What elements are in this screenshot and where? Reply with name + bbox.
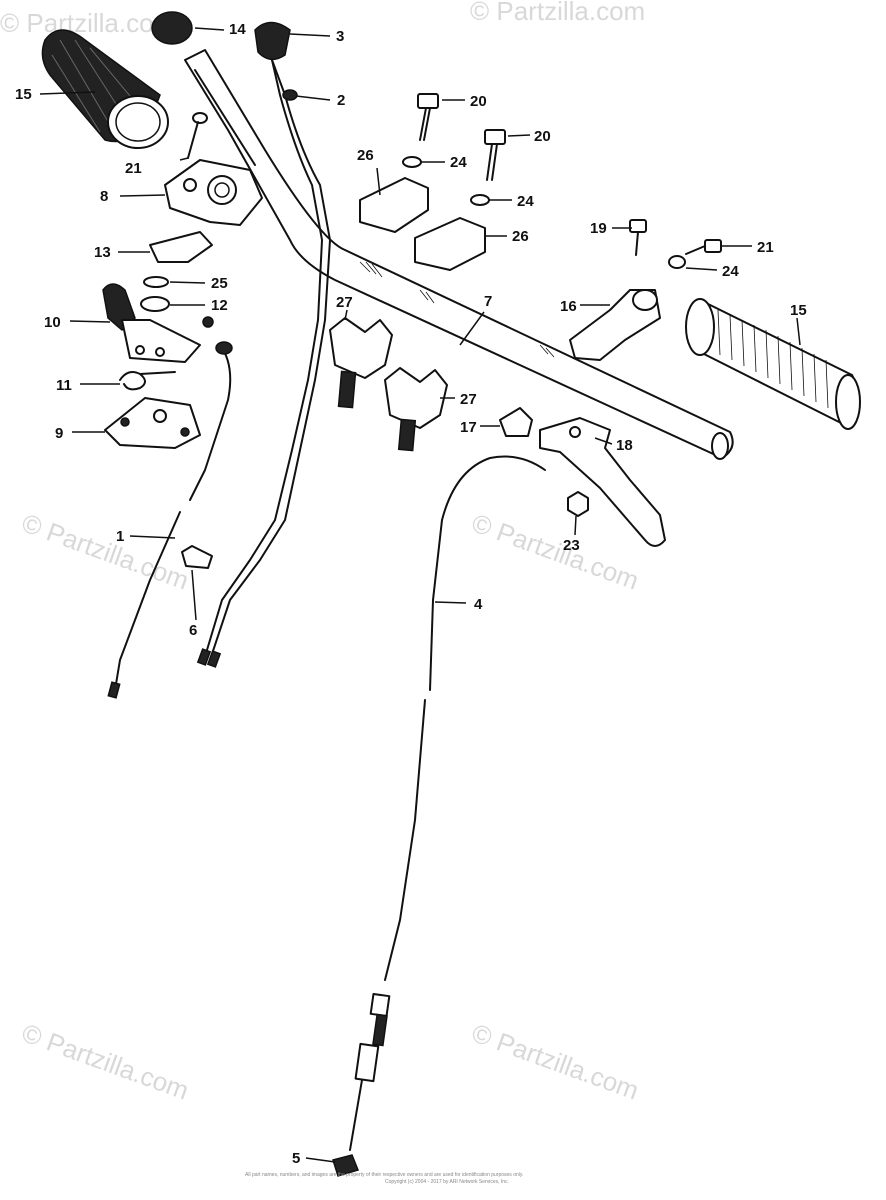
washer-24 <box>402 156 422 168</box>
right-grip <box>685 298 861 430</box>
callout-3: 3 <box>336 28 344 45</box>
holder-lower <box>384 367 448 452</box>
watermark: © Partzilla.com <box>470 0 645 26</box>
holder-upper <box>414 217 486 271</box>
clutch-cable <box>332 455 546 1177</box>
callout-27-a: 27 <box>336 294 353 311</box>
callout-7: 7 <box>484 293 492 310</box>
washer <box>140 296 170 312</box>
callout-18: 18 <box>616 437 633 454</box>
throttle-lever <box>102 283 214 363</box>
callout-15-left: 15 <box>15 86 32 103</box>
handlebar <box>184 49 734 460</box>
callout-26-a: 26 <box>357 147 374 164</box>
cable-plate <box>149 231 213 263</box>
throttle-housing <box>164 159 263 226</box>
bolt-21 <box>685 239 722 255</box>
callout-9: 9 <box>55 425 63 442</box>
watermark: © Partzilla.com <box>468 507 643 595</box>
lever-bracket <box>569 289 661 361</box>
callout-2: 2 <box>337 92 345 109</box>
left-grip <box>41 29 169 149</box>
lower-housing <box>104 397 201 449</box>
bolt-20b <box>484 129 506 181</box>
callout-26-b: 26 <box>512 228 529 245</box>
callouts: 14 3 2 15 20 20 24 24 26 26 21 8 13 25 1… <box>15 21 807 1167</box>
callout-16: 16 <box>560 298 577 315</box>
bar-end-sleeve <box>151 11 193 45</box>
callout-11: 11 <box>56 377 72 394</box>
callout-23: 23 <box>563 537 580 554</box>
screw-22 <box>187 112 208 159</box>
watermark: © Partzilla.com <box>18 507 193 595</box>
callout-10: 10 <box>44 314 61 331</box>
washer-24 <box>470 194 490 206</box>
washer-24 <box>668 255 686 269</box>
callout-4: 4 <box>474 596 483 613</box>
clutch-lever <box>539 417 666 547</box>
callout-27-b: 27 <box>460 391 477 408</box>
callout-6: 6 <box>189 622 197 639</box>
watermark: © Partzilla.com <box>0 8 175 38</box>
holder-upper <box>359 177 429 233</box>
callout-19: 19 <box>590 220 607 237</box>
callout-5: 5 <box>292 1150 300 1167</box>
callout-24-a: 24 <box>450 154 467 171</box>
callout-12: 12 <box>211 297 228 314</box>
throttle-cable <box>107 341 233 699</box>
callout-15-right: 15 <box>790 302 807 319</box>
watermarks: © Partzilla.com © Partzilla.com © Partzi… <box>0 0 645 1106</box>
callout-21: 21 <box>757 239 774 256</box>
nut <box>567 491 589 517</box>
callout-24-b: 24 <box>517 193 534 210</box>
callout-22: 21 <box>125 160 142 177</box>
callout-20-b: 20 <box>534 128 551 145</box>
callout-24-c: 24 <box>722 263 739 280</box>
holder-lower <box>329 317 393 409</box>
spring-washer <box>143 276 169 288</box>
kill-switch <box>196 21 331 668</box>
callout-20-a: 20 <box>470 93 487 110</box>
callout-8: 8 <box>100 188 108 205</box>
callout-13: 13 <box>94 244 111 261</box>
leader-lines <box>39 27 801 1163</box>
bolt-20a <box>417 93 439 141</box>
cable-clip <box>181 545 213 569</box>
pivot-bolt <box>629 219 647 256</box>
return-spring <box>119 371 176 391</box>
watermark: © Partzilla.com <box>468 1017 643 1105</box>
footer-disclaimer: All part names, numbers, and images are … <box>245 1172 523 1178</box>
callout-14: 14 <box>229 21 246 38</box>
callout-25: 25 <box>211 275 228 292</box>
footer-copyright: Copyright (c) 2004 - 2017 by ARI Network… <box>385 1179 509 1185</box>
callout-1: 1 <box>116 528 124 545</box>
dust-cover <box>499 407 533 437</box>
callout-17: 17 <box>460 419 477 436</box>
watermark: © Partzilla.com <box>18 1017 193 1105</box>
